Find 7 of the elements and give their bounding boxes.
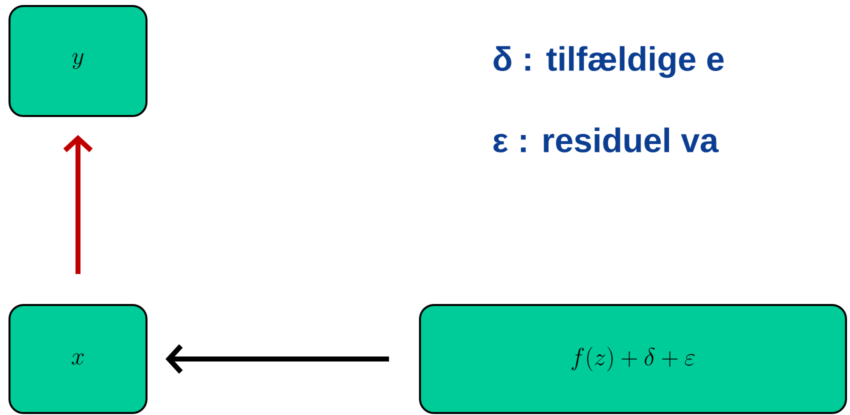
formula-box: $f(z)+\delta+\varepsilon$: [419, 304, 847, 414]
arrow: [166, 344, 389, 374]
arrow: [63, 135, 93, 274]
legend-text: ε : residuel va: [493, 128, 719, 152]
formula-box: $y$: [8, 5, 148, 117]
formula-box: $x$: [8, 304, 148, 414]
legend-text: δ : tilfældige e: [494, 46, 724, 78]
